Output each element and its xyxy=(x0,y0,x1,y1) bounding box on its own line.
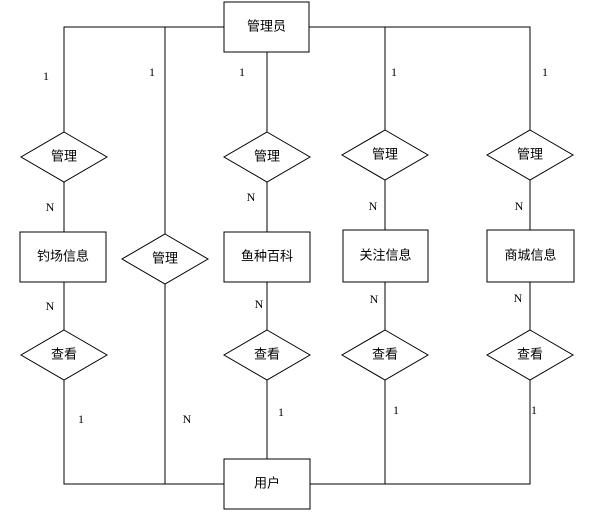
relationship-manage-fishing: 管理 xyxy=(20,131,108,183)
relationship-view-wiki-label: 查看 xyxy=(254,347,280,363)
entity-fishing-spot-label: 钓场信息 xyxy=(37,249,89,265)
relationship-manage-user-label: 管理 xyxy=(152,252,178,267)
relationship-view-follow-label: 查看 xyxy=(372,347,398,363)
relationship-manage-fishing-label: 管理 xyxy=(51,150,77,165)
relationship-manage-mall-label: 管理 xyxy=(517,148,543,163)
relationship-manage-follow-label: 管理 xyxy=(372,148,398,163)
entity-admin-label: 管理员 xyxy=(247,20,286,35)
entity-mall-info: 商城信息 xyxy=(486,229,575,283)
cardinality-admin-mall: 1 xyxy=(542,65,548,79)
cardinality-admin-fishing: 1 xyxy=(43,69,49,83)
entity-fish-wiki-label: 鱼种百科 xyxy=(241,249,293,265)
cardinality-follow-admin: N xyxy=(369,199,378,213)
relationship-view-wiki: 查看 xyxy=(223,329,311,381)
entity-follow-info-label: 关注信息 xyxy=(359,248,411,264)
connector-lines xyxy=(63,26,531,485)
cardinality-wiki-admin: N xyxy=(247,190,256,204)
entity-follow-info: 关注信息 xyxy=(342,229,429,283)
cardinality-user-mall: 1 xyxy=(531,403,537,417)
entity-fishing-spot: 钓场信息 xyxy=(19,231,107,283)
cardinality-user-admin: N xyxy=(183,412,192,426)
relationship-view-mall: 查看 xyxy=(486,329,574,381)
relationship-manage-wiki: 管理 xyxy=(223,131,311,183)
entity-fish-wiki: 鱼种百科 xyxy=(223,231,311,283)
entity-admin: 管理员 xyxy=(223,1,310,53)
relationship-view-follow: 查看 xyxy=(341,329,429,381)
cardinality-user-follow: 1 xyxy=(393,403,399,417)
cardinality-fishing-user: N xyxy=(46,299,55,313)
relationship-view-fishing-label: 查看 xyxy=(51,347,77,363)
cardinality-wiki-user: N xyxy=(255,297,264,311)
entity-user-label: 用户 xyxy=(254,476,280,492)
relationship-view-fishing: 查看 xyxy=(20,329,108,381)
relationship-view-mall-label: 查看 xyxy=(517,347,543,363)
relationship-manage-wiki-label: 管理 xyxy=(254,150,280,165)
cardinality-mall-admin: N xyxy=(515,199,524,213)
relationship-manage-user: 管理 xyxy=(121,233,209,285)
relationship-manage-mall: 管理 xyxy=(486,129,574,181)
relationship-manage-follow: 管理 xyxy=(341,129,429,181)
cardinality-follow-user: N xyxy=(370,292,379,306)
cardinality-user-wiki: 1 xyxy=(278,405,284,419)
entity-user: 用户 xyxy=(223,458,311,510)
cardinality-fishing-admin: N xyxy=(46,200,55,214)
cardinality-labels: 1 N 1 N 1 N 1 N 1 N N 1 N 1 N 1 N 1 xyxy=(43,65,548,426)
cardinality-admin-user: 1 xyxy=(149,65,155,79)
cardinality-mall-user: N xyxy=(514,291,523,305)
entity-mall-info-label: 商城信息 xyxy=(504,248,556,264)
cardinality-admin-wiki: 1 xyxy=(239,65,245,79)
cardinality-user-fishing: 1 xyxy=(78,412,84,426)
cardinality-admin-follow: 1 xyxy=(391,65,397,79)
